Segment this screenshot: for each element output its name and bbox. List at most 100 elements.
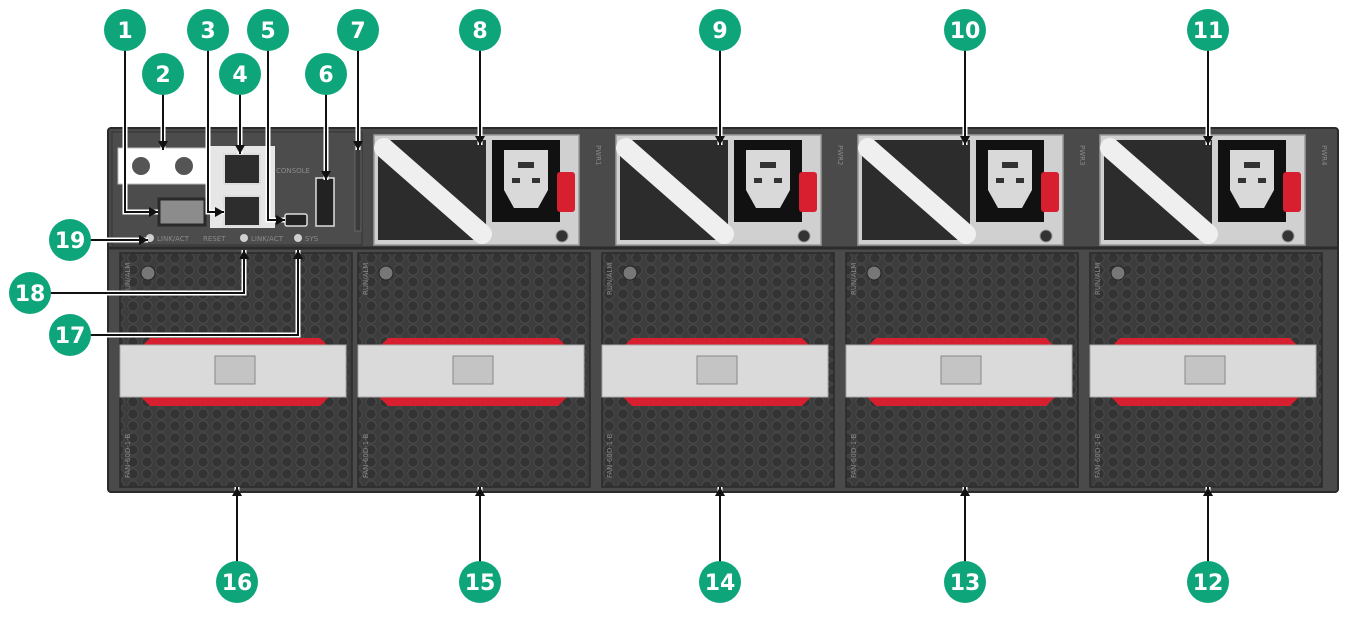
- leader-arrowhead: [239, 250, 249, 259]
- callout-15: 15: [459, 561, 501, 603]
- callout-17: 17: [49, 314, 91, 356]
- callout-number: 2: [155, 63, 170, 88]
- reset-button[interactable]: [354, 146, 362, 232]
- ac-pin-top: [1244, 162, 1260, 168]
- usb-port[interactable]: [315, 177, 335, 227]
- console-port[interactable]: [284, 213, 308, 227]
- ac-pin-right: [1258, 178, 1266, 183]
- callout-circle: [459, 9, 501, 51]
- ac-pin-right: [1016, 178, 1024, 183]
- leader-arrowhead: [1203, 136, 1213, 145]
- fan-handle-bottom: [1110, 396, 1300, 406]
- callout-number: 19: [55, 229, 86, 254]
- callout-circle: [699, 9, 741, 51]
- leader-arrowhead: [158, 141, 168, 150]
- callout-number: 1: [117, 19, 132, 44]
- psu-handle[interactable]: [616, 138, 734, 244]
- callout-18: 18: [9, 272, 51, 314]
- psu-release-latch[interactable]: [1041, 172, 1059, 212]
- fan-run-alm-label: RUN/ALM: [606, 263, 614, 295]
- rj45-port-upper[interactable]: [223, 153, 261, 185]
- sys-led: [294, 234, 302, 242]
- callout-circle: [219, 53, 261, 95]
- callout-number: 14: [705, 571, 736, 596]
- callout-8: 8: [459, 9, 501, 51]
- callout-6: 6: [305, 53, 347, 95]
- ac-pin-top: [760, 162, 776, 168]
- psu-release-latch[interactable]: [557, 172, 575, 212]
- ac-pin-left: [1238, 178, 1246, 183]
- fan-model-label: FAN-60D-1-B: [606, 434, 614, 478]
- power-supply-1[interactable]: PWR1: [373, 134, 602, 246]
- fan-handle-bottom: [140, 396, 330, 406]
- callout-16: 16: [216, 561, 258, 603]
- psu-handle[interactable]: [374, 138, 492, 244]
- callout-circle: [142, 53, 184, 95]
- callout-number: 5: [260, 19, 275, 44]
- psu-handle[interactable]: [1100, 138, 1218, 244]
- leader-arrowhead: [149, 207, 158, 217]
- leader-line-17: [70, 250, 299, 336]
- psu-screw: [1281, 229, 1295, 243]
- leader-line-18: [30, 250, 245, 294]
- fan-tray-3[interactable]: FAN-60D-1-B RUN/ALM: [601, 252, 835, 488]
- leader-arrowhead: [1203, 487, 1213, 496]
- fan-handle-bottom: [622, 396, 812, 406]
- psu-slot-label: PWR2: [836, 145, 844, 165]
- callout-14: 14: [699, 561, 741, 603]
- leader-lines: [30, 30, 1213, 582]
- fan-model-label: FAN-60D-1-B: [1094, 434, 1102, 478]
- callout-1: 1: [104, 9, 146, 51]
- power-supply-4[interactable]: PWR4: [1099, 134, 1328, 246]
- leader-arrowhead: [715, 136, 725, 145]
- callout-circle: [104, 9, 146, 51]
- psu-release-latch[interactable]: [799, 172, 817, 212]
- ac-inlet-socket[interactable]: [988, 150, 1032, 208]
- fan-run-alm-label: RUN/ALM: [362, 263, 370, 295]
- callout-12: 12: [1187, 561, 1229, 603]
- ac-inlet-socket[interactable]: [1230, 150, 1274, 208]
- callout-10: 10: [944, 9, 986, 51]
- callout-9: 9: [699, 9, 741, 51]
- ac-inlet-socket[interactable]: [746, 150, 790, 208]
- psu-release-latch[interactable]: [1283, 172, 1301, 212]
- psu-slot-label: PWR1: [594, 145, 602, 165]
- fan-handle-grip: [452, 355, 494, 385]
- callout-number: 12: [1193, 571, 1224, 596]
- ac-inlet-socket[interactable]: [504, 150, 548, 208]
- reset-label: RESET: [203, 235, 226, 243]
- callout-circle: [1187, 9, 1229, 51]
- rj45-port-lower[interactable]: [223, 195, 261, 227]
- callout-number: 6: [318, 63, 333, 88]
- fan-handle-grip: [214, 355, 256, 385]
- ac-pin-left: [996, 178, 1004, 183]
- power-supply-3[interactable]: PWR3: [857, 134, 1086, 246]
- ac-pin-right: [774, 178, 782, 183]
- callout-circle: [459, 561, 501, 603]
- callout-2: 2: [142, 53, 184, 95]
- grounding-screw-plate: [117, 147, 209, 185]
- management-module: LINK/ACT RESET CONSOLE LINK/ACT SYS: [111, 131, 363, 246]
- callout-number: 9: [712, 19, 727, 44]
- callout-4: 4: [219, 53, 261, 95]
- callout-number: 10: [950, 19, 981, 44]
- psu-handle[interactable]: [858, 138, 976, 244]
- leader-arrowhead: [475, 487, 485, 496]
- leader-arrowhead: [321, 171, 331, 180]
- link-act-label-2: LINK/ACT: [251, 235, 284, 243]
- callout-number: 18: [15, 282, 46, 307]
- leader-line-1: [124, 30, 158, 213]
- power-supply-2[interactable]: PWR2: [615, 134, 844, 246]
- leader-arrowhead: [232, 487, 242, 496]
- callout-7: 7: [337, 9, 379, 51]
- mgmt-ethernet-port[interactable]: [157, 197, 207, 227]
- callout-circle: [944, 561, 986, 603]
- grounding-screw-right: [175, 157, 193, 175]
- fan-screw: [1110, 265, 1126, 281]
- psu-screw: [797, 229, 811, 243]
